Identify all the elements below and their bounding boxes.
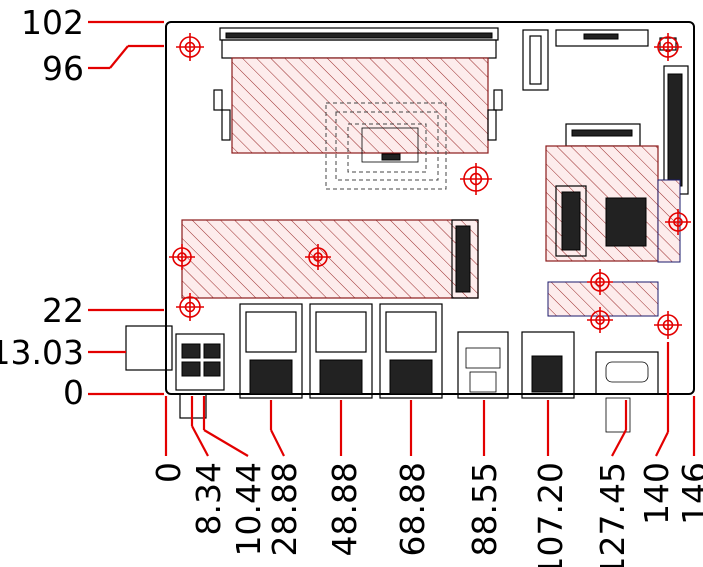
dim-bottom-28-88: 28.88	[265, 462, 304, 556]
lan-port-2	[309, 303, 373, 399]
dim-bottom-48-88: 48.88	[325, 462, 364, 556]
mounting-holes	[169, 33, 691, 339]
leader-line	[270, 429, 285, 457]
mounting-hole	[587, 269, 613, 295]
mounting-hole	[654, 33, 682, 61]
mounting-hole	[169, 244, 195, 270]
m2-slot	[181, 219, 479, 299]
top-right-connectors	[522, 29, 689, 195]
dim-left-96: 96	[42, 49, 84, 88]
mounting-hole	[587, 307, 613, 333]
leader-line	[611, 429, 627, 457]
dual-usb-port	[521, 331, 575, 399]
leader-line	[203, 429, 249, 457]
dim-left-22: 22	[42, 291, 84, 330]
dim-bottom-68-88: 68.88	[393, 462, 432, 556]
leader-line	[109, 45, 129, 69]
dc-jack	[125, 325, 173, 371]
dim-bottom-140: 140	[637, 462, 676, 525]
dim-bottom-146: 146	[675, 462, 703, 525]
dim-bottom-127-45: 127.45	[593, 462, 632, 567]
leader-line	[655, 431, 669, 457]
sodimm-socket	[213, 27, 503, 154]
usb-port	[457, 331, 509, 399]
cpu-outline	[325, 102, 447, 190]
leader-line	[191, 425, 209, 457]
mounting-hole	[176, 293, 204, 321]
mounting-hole	[460, 163, 492, 195]
mounting-hole	[654, 311, 682, 339]
module-area	[545, 123, 681, 317]
mounting-hole	[665, 209, 691, 235]
mounting-hole	[305, 244, 331, 270]
dim-bottom-0: 0	[149, 462, 188, 483]
usb-c-port	[595, 351, 659, 433]
dim-left-0: 0	[63, 373, 84, 412]
dim-bottom-88-55: 88.55	[465, 462, 504, 556]
lan-port-3	[379, 303, 443, 399]
mounting-hole	[176, 33, 204, 61]
dim-left-102: 102	[21, 3, 84, 42]
rear-io	[125, 303, 659, 433]
dim-bottom-107-20: 107.20	[531, 462, 570, 567]
dim-left-13-03: 13.03	[0, 333, 84, 372]
dim-bottom-8-34: 8.34	[189, 462, 228, 535]
dim-bottom-10-44: 10.44	[229, 462, 268, 556]
lan-port-1	[239, 303, 303, 399]
